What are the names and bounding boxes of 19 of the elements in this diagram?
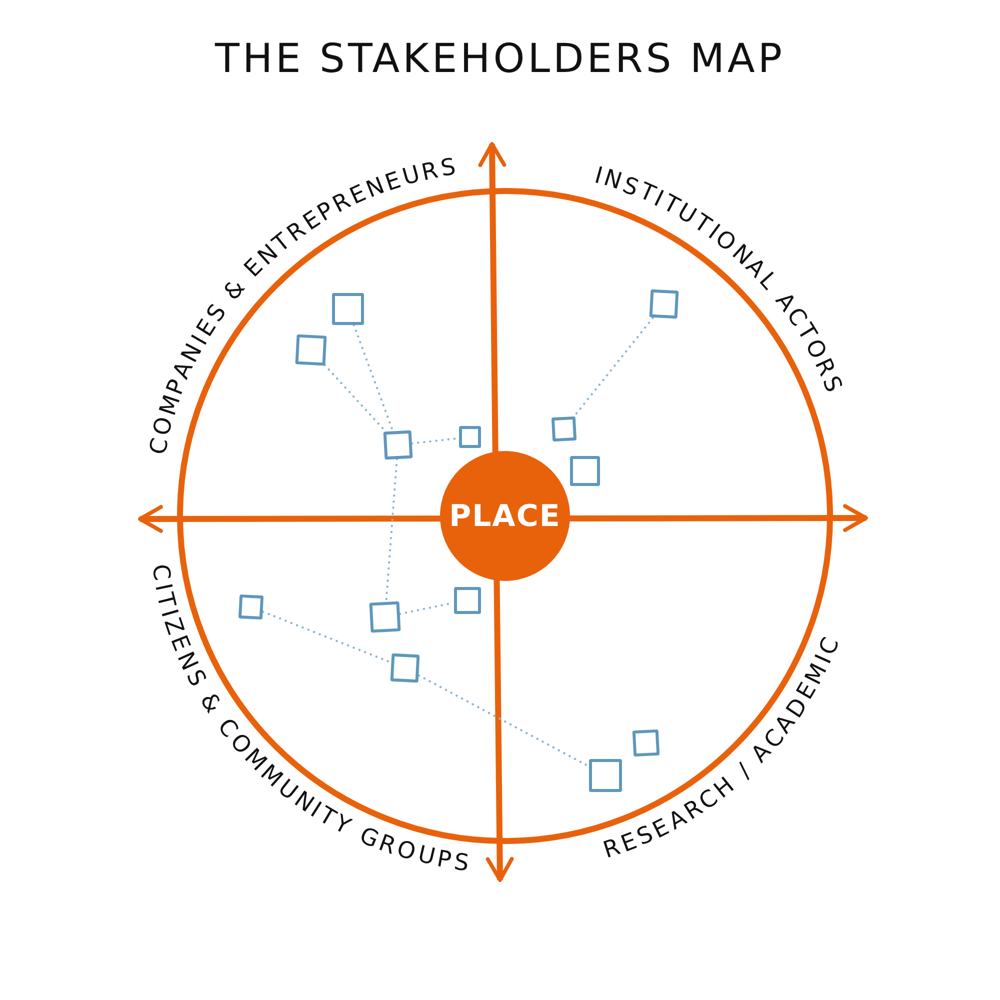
stakeholder-square <box>588 758 622 792</box>
dotted-connector <box>352 324 394 432</box>
stakeholder-square <box>632 729 660 757</box>
stakeholder-square <box>649 289 679 319</box>
place-circle: PLACE <box>440 451 570 581</box>
stakeholder-square <box>551 416 577 442</box>
quadrant-label: INSTITUTIONAL ACTORS <box>590 164 844 398</box>
stakeholder-square <box>369 601 401 633</box>
dotted-connector <box>418 674 590 768</box>
quadrant-label: RESEARCH / ACADEMIC <box>599 633 843 862</box>
title: THE STAKEHOLDERS MAP <box>214 36 786 82</box>
stakeholder-square <box>459 426 481 448</box>
stakeholder-square <box>390 653 420 683</box>
stakeholder-square <box>238 594 264 620</box>
stakeholder-square <box>570 456 600 486</box>
stakeholder-square <box>454 586 480 614</box>
stakeholder-square <box>383 430 413 460</box>
stakeholder-square <box>332 293 364 325</box>
stakeholder-square <box>295 334 327 366</box>
